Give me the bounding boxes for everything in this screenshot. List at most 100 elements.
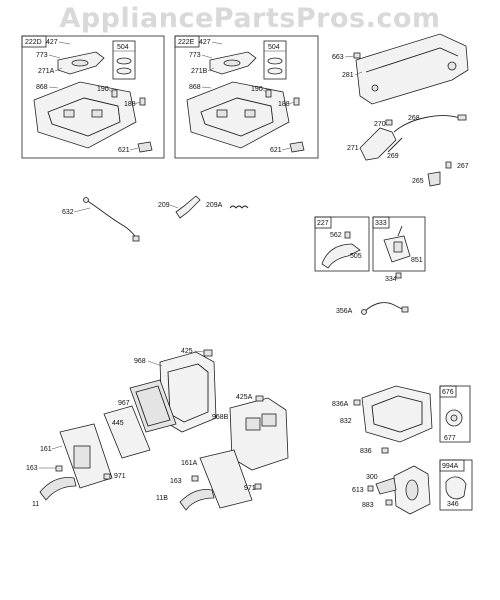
group-222E[interactable]: 222E 504 427 773 271B 868 190 188 621 bbox=[174, 35, 319, 159]
part-label[interactable]: 300 bbox=[366, 474, 378, 481]
part-label[interactable]: 883 bbox=[362, 502, 374, 509]
bolt-163[interactable] bbox=[191, 475, 199, 482]
part-label[interactable]: 267 bbox=[457, 163, 469, 170]
bolt-188[interactable] bbox=[293, 97, 300, 106]
air-filter-967[interactable] bbox=[129, 379, 177, 433]
clip-621[interactable] bbox=[137, 141, 153, 153]
spring-209A[interactable]: 209A bbox=[206, 202, 249, 209]
part-label[interactable]: 163 bbox=[170, 478, 182, 485]
part-label[interactable]: 613 bbox=[352, 487, 364, 494]
part-label[interactable]: 427 bbox=[199, 39, 211, 46]
screw[interactable] bbox=[395, 272, 402, 279]
bolt-971[interactable] bbox=[254, 483, 262, 490]
part-label[interactable]: 190 bbox=[97, 86, 109, 93]
screw-836[interactable] bbox=[381, 447, 389, 454]
air-cleaner-base-left[interactable]: 161 163 971 11 bbox=[26, 423, 126, 508]
group-994A[interactable]: 994A 346 bbox=[439, 459, 473, 511]
screw-270[interactable] bbox=[385, 119, 393, 126]
part-label[interactable]: 268 bbox=[408, 115, 420, 122]
part-label[interactable]: 161A bbox=[181, 460, 198, 467]
part-label[interactable]: 505 bbox=[350, 253, 362, 260]
bolt-971[interactable] bbox=[103, 473, 111, 480]
part-label[interactable]: 163 bbox=[26, 465, 38, 472]
screw-883[interactable] bbox=[385, 499, 393, 506]
part-label[interactable]: 971 bbox=[114, 473, 126, 480]
clip-265[interactable] bbox=[427, 171, 441, 187]
wire-harness[interactable] bbox=[85, 199, 137, 239]
spring-part[interactable] bbox=[116, 57, 132, 65]
spring-part[interactable] bbox=[116, 67, 132, 75]
part-label[interactable]: 346 bbox=[447, 501, 459, 508]
part-label[interactable]: 188 bbox=[278, 101, 290, 108]
bolt-190[interactable] bbox=[265, 89, 272, 98]
part-label[interactable]: 281 bbox=[342, 72, 354, 79]
part-label[interactable]: 271B bbox=[191, 68, 208, 75]
part-label[interactable]: 271A bbox=[38, 68, 55, 75]
air-cleaner-cover-968B[interactable] bbox=[229, 397, 289, 471]
part-label[interactable]: 425A bbox=[236, 394, 253, 401]
part-label[interactable]: 868 bbox=[36, 84, 48, 91]
governor-spring[interactable] bbox=[175, 195, 201, 219]
governor-gear[interactable] bbox=[71, 59, 89, 67]
spring-coil[interactable] bbox=[229, 205, 249, 209]
spring-part[interactable] bbox=[267, 67, 283, 75]
stop-switch[interactable] bbox=[321, 243, 361, 269]
air-cleaner-assembly[interactable]: 425 968 967 445 bbox=[103, 348, 217, 459]
breather-tube-11[interactable] bbox=[39, 477, 77, 501]
part-label[interactable]: 632 bbox=[62, 209, 74, 216]
part-label[interactable]: 190 bbox=[251, 86, 263, 93]
governor-gear[interactable] bbox=[223, 59, 241, 67]
part-label[interactable]: 773 bbox=[36, 52, 48, 59]
part-label[interactable]: 11 bbox=[32, 501, 39, 508]
part-label[interactable]: 832 bbox=[340, 418, 352, 425]
ground-wire[interactable] bbox=[363, 302, 405, 313]
air-cleaner-base-161A[interactable] bbox=[199, 449, 253, 509]
part-label[interactable]: 968B bbox=[212, 414, 229, 421]
part-label[interactable]: 773 bbox=[189, 52, 201, 59]
part-label[interactable]: 425 bbox=[181, 348, 193, 355]
part-label[interactable]: 209A bbox=[206, 202, 223, 209]
muffler-300[interactable]: 300 613 883 bbox=[352, 465, 431, 515]
part-label[interactable]: 265 bbox=[412, 178, 424, 185]
part-label[interactable]: 427 bbox=[46, 39, 58, 46]
part-label[interactable]: 270 bbox=[374, 121, 386, 128]
part-label[interactable]: 621 bbox=[270, 147, 282, 154]
cable-268[interactable] bbox=[393, 115, 461, 133]
breather-tube-11B[interactable] bbox=[179, 489, 215, 511]
part-label[interactable]: 11B bbox=[156, 495, 168, 502]
part-label[interactable]: 209 bbox=[158, 202, 170, 209]
part-label[interactable]: 334 bbox=[385, 276, 397, 283]
engine-base-housing[interactable] bbox=[186, 81, 290, 149]
screw-334[interactable]: 334 bbox=[385, 272, 402, 283]
part-label[interactable]: 161 bbox=[40, 446, 52, 453]
screw-267[interactable] bbox=[445, 161, 452, 169]
part-label[interactable]: 868 bbox=[189, 84, 201, 91]
screw-425A[interactable] bbox=[255, 395, 264, 402]
muffler-pipe[interactable] bbox=[375, 477, 397, 495]
part-label[interactable]: 445 bbox=[112, 420, 124, 427]
throttle-lever-271[interactable] bbox=[359, 127, 397, 161]
spring-part[interactable] bbox=[267, 57, 283, 65]
part-label[interactable]: 968 bbox=[134, 358, 146, 365]
group-222D[interactable]: 222D 504 427 773 271A 868 190 188 621 bbox=[21, 35, 165, 159]
part-label[interactable]: 971 bbox=[244, 485, 256, 492]
bolt-163[interactable] bbox=[55, 465, 63, 472]
control-bracket[interactable] bbox=[355, 33, 469, 105]
part-label[interactable]: 271 bbox=[347, 145, 359, 152]
part-label[interactable]: 188 bbox=[124, 101, 136, 108]
muffler-guard[interactable] bbox=[445, 476, 467, 500]
bolt-190[interactable] bbox=[111, 89, 118, 98]
wire-harness-632[interactable]: 632 bbox=[62, 197, 140, 242]
spring-209[interactable]: 209 bbox=[158, 195, 201, 219]
air-cleaner-base-right[interactable]: 425A 968B 161A 163 971 11B bbox=[156, 394, 289, 511]
group-676[interactable]: 676 677 bbox=[439, 385, 471, 443]
engine-base-housing[interactable] bbox=[33, 81, 137, 149]
control-bracket-281[interactable]: 663 281 bbox=[332, 33, 469, 105]
part-label[interactable]: 663 bbox=[332, 54, 344, 61]
ground-wire-356A[interactable]: 356A bbox=[336, 302, 409, 315]
pre-cleaner-445[interactable] bbox=[103, 405, 151, 459]
screw-663[interactable] bbox=[353, 52, 361, 59]
group-227[interactable]: 227 562 505 bbox=[314, 216, 370, 272]
bolt-188[interactable] bbox=[139, 97, 146, 106]
link-269[interactable] bbox=[387, 137, 403, 153]
